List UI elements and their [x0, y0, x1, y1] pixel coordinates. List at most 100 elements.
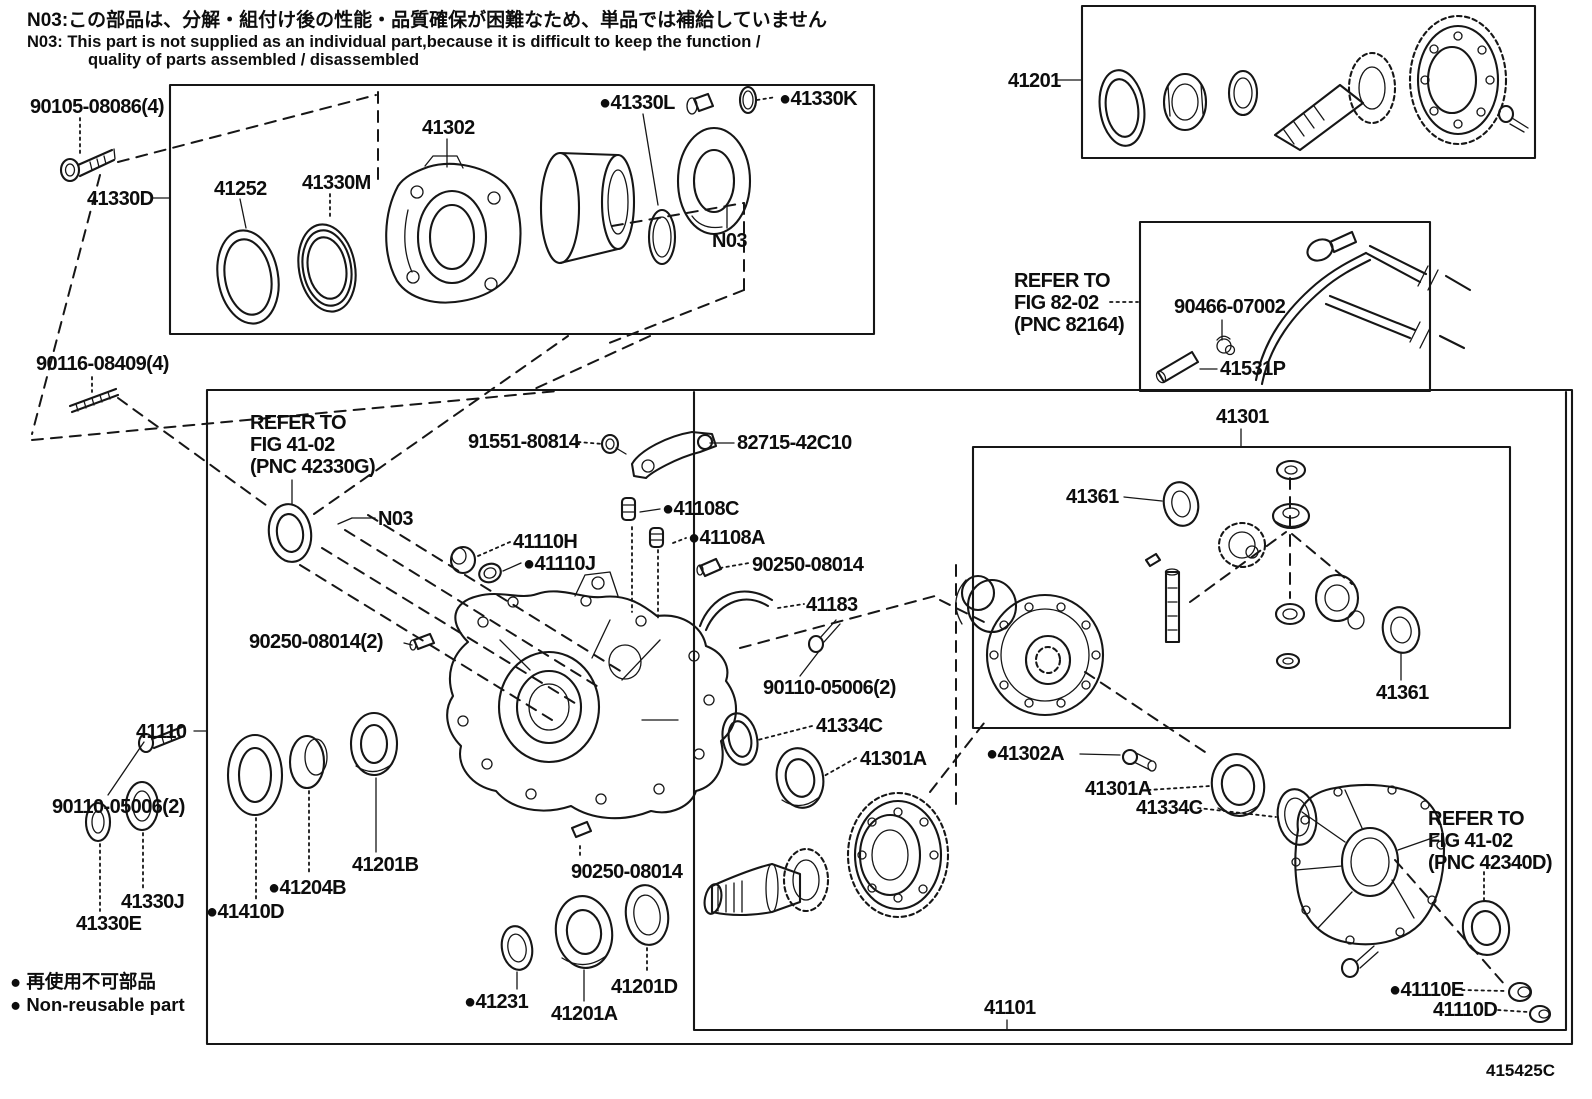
bolt-90105-drawing [59, 148, 116, 183]
part-label-41330K: ●41330K [779, 88, 858, 110]
part-label-41301A-right: 41301A [1085, 778, 1152, 800]
part-label-41201: 41201 [1008, 70, 1061, 92]
stud-90116-drawing [68, 387, 120, 414]
part-label-41330L: ●41330L [599, 92, 675, 114]
thrust-washer-41361-upper-drawing [1162, 481, 1200, 527]
extension-housing-41302-drawing [385, 155, 522, 304]
left-shim-and-bearing-parts [84, 711, 399, 843]
plug-41108A-drawing [648, 526, 665, 549]
snap-ring-41330M-drawing [297, 223, 357, 313]
part-label-41108C: ●41108C [662, 498, 739, 520]
clamp-90466-drawing [1216, 335, 1236, 356]
legend-non-reusable-jp: ● 再使用不可部品 [10, 971, 156, 992]
part-label-41302A: ●41302A [986, 743, 1065, 765]
flange-N03-drawing [676, 126, 752, 236]
part-label-41330J: 41330J [121, 891, 185, 913]
part-label-90110-05006-right: 90110-05006(2) [763, 677, 896, 699]
part-label-41334C-mid: 41334C [816, 715, 883, 737]
bolt-91551-drawing [600, 433, 627, 455]
bearing-41201A-drawing [554, 895, 614, 969]
part-label-41302: 41302 [422, 117, 475, 139]
part-label-90110-05006-left: 90110-05006(2) [52, 796, 185, 818]
part-label-41110E: ●41110E [1389, 979, 1464, 1001]
bolt-41302A-drawing [1121, 748, 1157, 772]
bolt-90110-left-drawing [137, 725, 186, 754]
plug-41110E-drawing [1507, 981, 1533, 1003]
refer-note-fig-82-02: REFER TO FIG 82-02 (PNC 82164) [1014, 270, 1125, 336]
cover-bolt-drawing [1340, 945, 1379, 979]
bearing-41301A-right-drawing [1210, 753, 1266, 817]
breather-plug-drawing [686, 92, 715, 115]
part-label-41361-upper: 41361 [1066, 486, 1119, 508]
part-label-90250-08014-2: 90250-08014(2) [249, 631, 384, 653]
refer-note-fig-41-02-42340D: REFER TO FIG 41-02 (PNC 42340D) [1428, 808, 1553, 874]
drive-pinion-drawing [703, 847, 830, 917]
part-label-41330M: 41330M [302, 172, 371, 194]
oil-seal-41252-drawing [216, 229, 280, 325]
part-label-41110J: ●41110J [523, 553, 596, 575]
part-label-90250-08014-center: 90250-08014 [571, 861, 683, 883]
ring-41410D-drawing [226, 733, 284, 817]
seal-42340D-drawing [1461, 900, 1511, 956]
race-41201D-drawing [624, 884, 670, 946]
pin-90250-center-drawing [570, 820, 593, 839]
thrust-washer-41361-lower-drawing [1381, 606, 1421, 654]
clip-41183-drawing [698, 590, 774, 632]
pin-90250-right-drawing [696, 557, 723, 578]
part-label-41204B: ●41204B [268, 877, 347, 899]
leader-lines [79, 79, 1529, 1030]
legend-non-reusable-en: ● Non-reusable part [10, 994, 185, 1015]
plug-41110H-drawing [449, 545, 477, 575]
washer-mid-drawing [1274, 602, 1306, 626]
washer-low-drawing [1275, 652, 1301, 670]
bearing-41301A-mid-drawing [775, 747, 825, 809]
part-label-41201D: 41201D [611, 976, 678, 998]
part-label-N03-mid: N03 [378, 508, 413, 530]
seal-41231-drawing [500, 925, 534, 971]
spacer-41204B-drawing [288, 734, 328, 790]
oil-seal-42330G-drawing [267, 503, 313, 563]
tube-41531P-drawing [1155, 350, 1200, 384]
pinion-and-bearings-center [500, 712, 950, 971]
differential-case-and-spider-kit [955, 459, 1421, 846]
part-label-91551-80814: 91551-80814 [468, 431, 580, 453]
companion-flange-assembly-drawing [59, 85, 758, 325]
part-label-41110H: 41110H [513, 531, 578, 553]
bolt-90110-right-drawing [807, 619, 841, 654]
part-label-41201B: 41201B [352, 854, 419, 876]
part-label-41110D: 41110D [1433, 999, 1498, 1021]
carrier-cover-42340D-drawing [1291, 783, 1446, 946]
part-label-41361-lower: 41361 [1376, 682, 1429, 704]
note-en-line1: N03: This part is not supplied as an ind… [27, 33, 761, 51]
spider-pinion-gear-drawing [1217, 521, 1267, 569]
race-41334C-right-drawing [1276, 788, 1318, 846]
ring-gear-center-drawing [846, 791, 950, 919]
note-jp: N03:この部品は、分解・組付け後の性能・品質確保が困難なため、単品では補給して… [27, 10, 828, 31]
part-label-41183: 41183 [806, 594, 858, 616]
final-gear-kit-41201-drawing [1098, 14, 1529, 152]
washer-41110J-drawing [478, 562, 502, 584]
part-label-41531P: 41531P [1220, 358, 1286, 380]
part-label-41108A: ●41108A [688, 527, 765, 549]
part-label-90466-07002: 90466-07002 [1174, 296, 1286, 318]
side-gear-right-drawing [1314, 573, 1365, 630]
plug-41110D-drawing [1528, 1004, 1552, 1024]
pinion-shaft-pin-drawing [1144, 552, 1181, 644]
part-label-41201A: 41201A [551, 1003, 618, 1025]
pin-90250-2-drawing [409, 632, 436, 651]
dashed-construction-lines [31, 91, 1506, 986]
part-label-N03-top: N03 [712, 230, 747, 252]
part-label-41231: ●41231 [464, 991, 529, 1013]
bearing-41334C-mid-drawing [721, 712, 759, 766]
plug-41108C-drawing [620, 496, 637, 522]
carrier-cover-area [1291, 783, 1552, 1024]
o-ring-41330K-drawing [738, 85, 758, 115]
part-label-90116-08409: 90116-08409(4) [36, 353, 169, 375]
ring-41330J-drawing [124, 780, 160, 832]
part-label-82715-42C10: 82715-42C10 [737, 432, 852, 454]
part-label-41330D: 41330D [87, 188, 154, 210]
breather-hose-drawing [1155, 230, 1472, 386]
spacer-41330L-drawing [647, 208, 677, 266]
